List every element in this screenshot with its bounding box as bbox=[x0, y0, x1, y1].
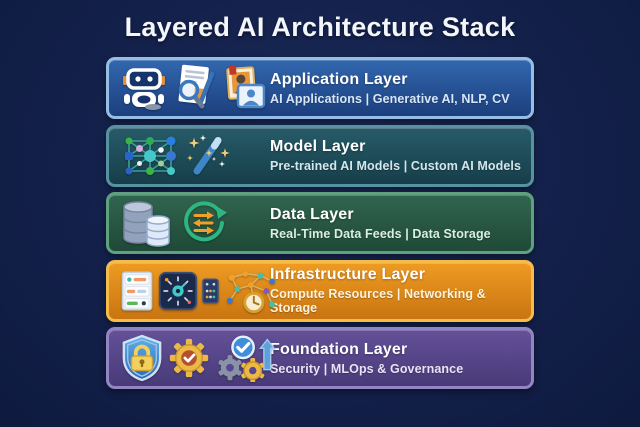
sync-data-icon bbox=[180, 199, 228, 247]
architecture-stack: Application Layer AI Applications | Gene… bbox=[106, 57, 534, 389]
page-title: Layered AI Architecture Stack bbox=[124, 12, 516, 42]
shield-lock-icon bbox=[120, 334, 164, 382]
infrastructure-layer-text: Infrastructure Layer Compute Resources |… bbox=[270, 266, 531, 315]
layer-name: Application Layer bbox=[270, 70, 408, 88]
layer-name: Data Layer bbox=[270, 205, 354, 223]
layer-name: Model Layer bbox=[270, 138, 366, 155]
layer-subtitle: Pre-trained AI Models | Custom AI Models bbox=[270, 159, 522, 173]
layer-subtitle: AI Applications | Generative AI, NLP, CV bbox=[270, 91, 510, 106]
data-layer-icons bbox=[109, 198, 270, 248]
neural-network-icon bbox=[120, 133, 180, 179]
layer-subtitle: Real-Time Data Feeds | Data Storage bbox=[270, 226, 491, 241]
gear-check-icon bbox=[168, 336, 210, 380]
infrastructure-layer-icons bbox=[109, 267, 275, 315]
layer-subtitle: Compute Resources | Networking & Storage bbox=[270, 287, 486, 315]
robot-icon bbox=[120, 66, 168, 110]
application-layer-icons bbox=[109, 64, 270, 112]
database-icon bbox=[120, 198, 176, 248]
foundation-layer-text: Foundation Layer Security | MLOps & Gove… bbox=[270, 341, 463, 376]
model-layer-icons bbox=[109, 133, 270, 179]
layer-model: Model Layer Pre-trained AI Models | Cust… bbox=[106, 124, 534, 187]
data-layer-text: Data Layer Real-Time Data Feeds | Data S… bbox=[270, 206, 491, 241]
foundation-layer-icons bbox=[109, 334, 276, 382]
layer-data: Data Layer Real-Time Data Feeds | Data S… bbox=[106, 192, 534, 254]
layer-name: Foundation Layer bbox=[270, 340, 408, 358]
photo-id-icon bbox=[222, 65, 266, 111]
network-clock-icon bbox=[223, 267, 277, 315]
server-rack-icon bbox=[120, 267, 154, 315]
layer-subtitle: Security | MLOps & Governance bbox=[270, 361, 464, 376]
layer-infrastructure: Infrastructure Layer Compute Resources |… bbox=[106, 259, 534, 322]
layer-foundation: Foundation Layer Security | MLOps & Gove… bbox=[106, 327, 534, 389]
gears-badge-arrow-icon bbox=[214, 334, 276, 382]
document-search-icon bbox=[172, 64, 218, 112]
layer-application: Application Layer AI Applications | Gene… bbox=[106, 57, 534, 119]
gauge-icon bbox=[158, 270, 198, 312]
magic-wand-icon bbox=[184, 133, 230, 179]
model-layer-text: Model Layer Pre-trained AI Models | Cust… bbox=[270, 138, 521, 173]
dot-matrix-icon bbox=[202, 277, 219, 304]
application-layer-text: Application Layer AI Applications | Gene… bbox=[270, 71, 510, 106]
layer-name: Infrastructure Layer bbox=[270, 266, 426, 283]
